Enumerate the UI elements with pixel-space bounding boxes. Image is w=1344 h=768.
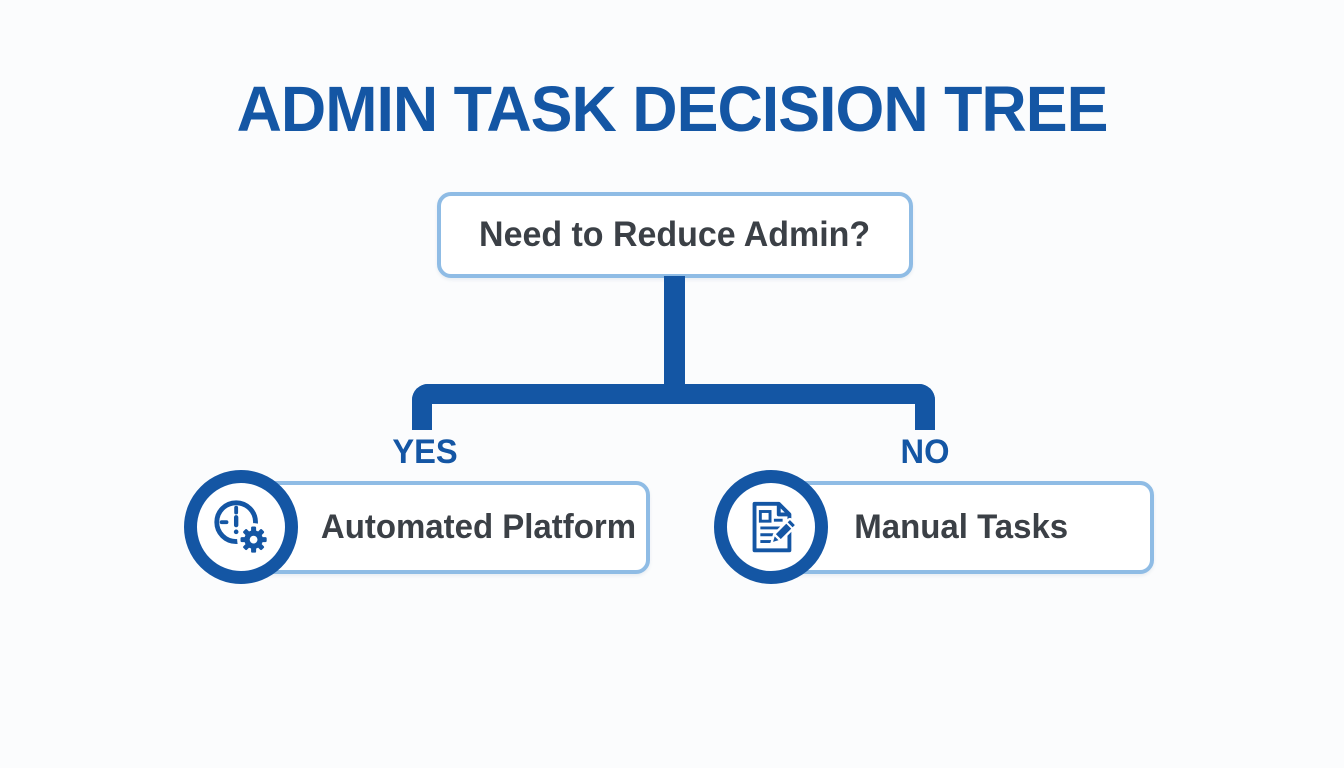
decision-root-node: Need to Reduce Admin?: [437, 192, 913, 278]
page-title: ADMIN TASK DECISION TREE: [236, 73, 1109, 145]
branch-label-yes: YES: [392, 433, 458, 471]
automated-platform-label: Automated Platform: [320, 508, 636, 546]
node-automated-platform: Automated Platform: [244, 481, 650, 574]
document-pencil-icon: [740, 496, 802, 558]
manual-tasks-icon-badge: [714, 470, 828, 584]
clock-gear-icon: [210, 496, 272, 558]
decision-root-label: Need to Reduce Admin?: [479, 215, 871, 254]
manual-tasks-label: Manual Tasks: [854, 508, 1068, 546]
root-connector-line: [664, 276, 685, 388]
automated-platform-icon-badge: [184, 470, 298, 584]
branch-bracket-connector: [412, 384, 935, 430]
branch-label-no: NO: [900, 433, 950, 471]
